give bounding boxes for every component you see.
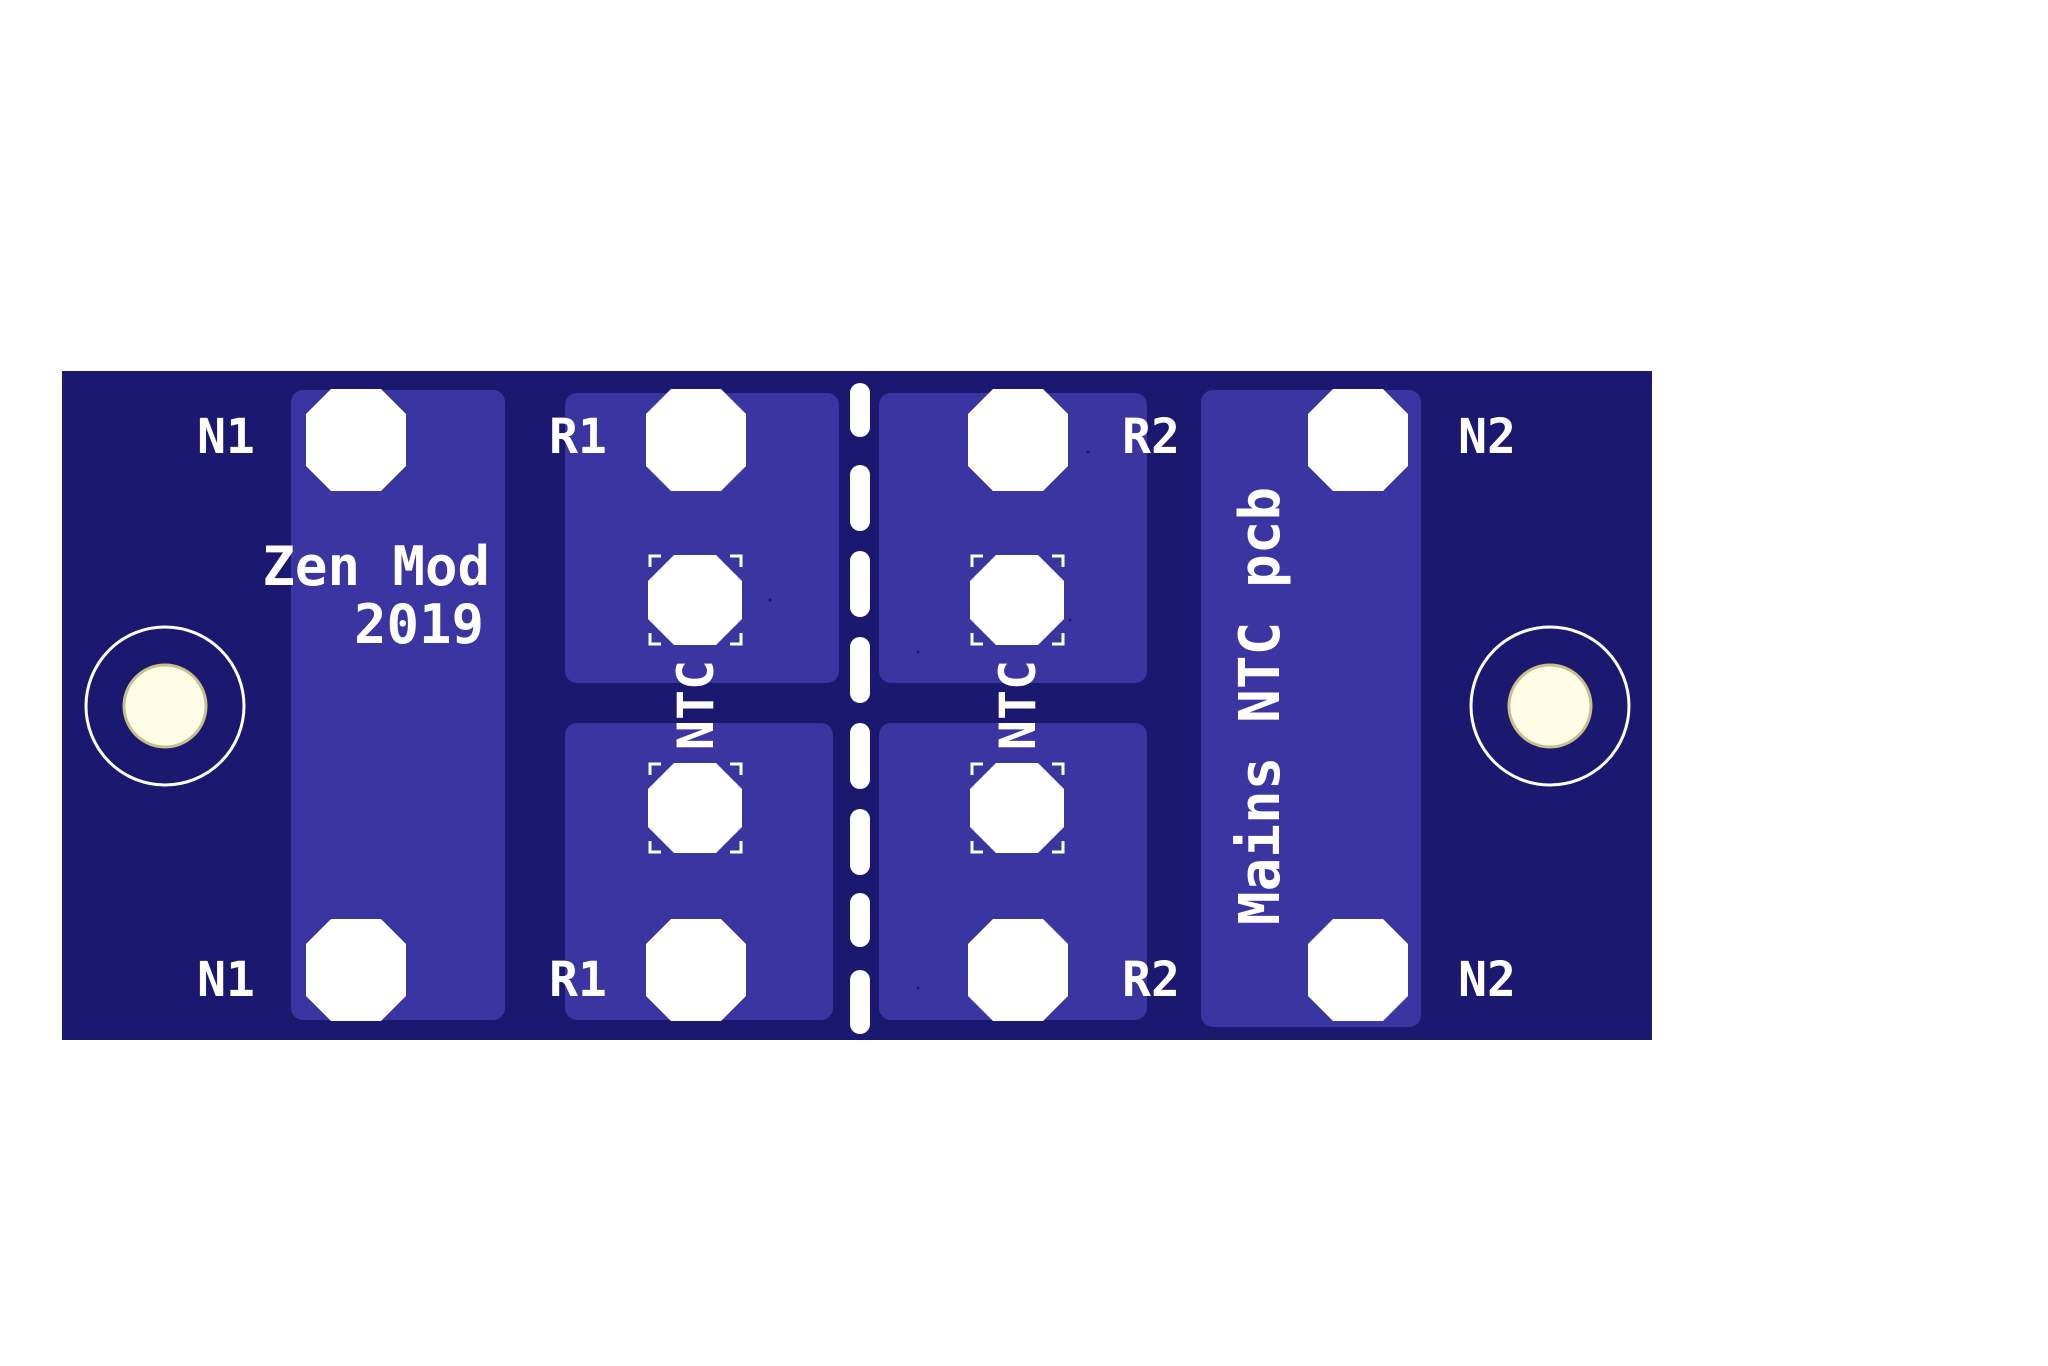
copper-specks bbox=[768, 450, 1090, 990]
ntc-left-label: NTC bbox=[667, 660, 725, 750]
pad-r2-bottom bbox=[968, 919, 1068, 1021]
copper-zone-r2-top bbox=[879, 393, 1147, 683]
mount-hole-right bbox=[1469, 625, 1631, 787]
pad-r2-top bbox=[968, 389, 1068, 491]
pad-n1-top bbox=[306, 389, 406, 491]
board-title-text: Mains NTC pcb bbox=[1228, 487, 1293, 925]
copper-zone-r1-bottom bbox=[565, 723, 833, 1020]
pads bbox=[306, 389, 1408, 1021]
ntc-left-pad-1 bbox=[648, 555, 742, 645]
copper-zone-n1 bbox=[291, 390, 505, 1020]
pad-n1-bottom bbox=[306, 919, 406, 1021]
label-r2-bottom: R2 bbox=[1122, 952, 1180, 1008]
copper-zones bbox=[291, 390, 1421, 1027]
ntc-left-pad-2 bbox=[648, 763, 742, 853]
ntc-right-label: NTC bbox=[989, 660, 1047, 750]
label-n2-top: N2 bbox=[1458, 409, 1516, 465]
label-r1-bottom: R1 bbox=[549, 952, 607, 1008]
copper-zone-r2-bottom bbox=[879, 723, 1147, 1020]
label-n1-bottom: N1 bbox=[197, 952, 255, 1008]
label-r1-top: R1 bbox=[549, 409, 607, 465]
copper-zone-r1-top bbox=[565, 393, 839, 683]
pad-r1-bottom bbox=[646, 919, 746, 1021]
mount-hole-left bbox=[84, 625, 246, 787]
pad-n2-bottom bbox=[1308, 919, 1408, 1021]
ntc-courtyards bbox=[648, 554, 1065, 854]
year-text: 2019 bbox=[354, 593, 484, 656]
label-r2-top: R2 bbox=[1122, 409, 1180, 465]
maker-text: Zen Mod bbox=[262, 535, 490, 598]
ntc-right-pad-2 bbox=[970, 763, 1064, 853]
copper-zone-n2 bbox=[1201, 390, 1421, 1027]
silkscreen-labels: N1 N1 R1 R1 R2 R2 N2 N2 Zen Mod 2019 NTC… bbox=[197, 409, 1516, 1008]
pad-r1-top bbox=[646, 389, 746, 491]
pad-n2-top bbox=[1308, 389, 1408, 491]
ntc-right-pad-1 bbox=[970, 555, 1064, 645]
label-n2-bottom: N2 bbox=[1458, 952, 1516, 1008]
isolation-slot bbox=[850, 383, 870, 1034]
label-n1-top: N1 bbox=[197, 409, 255, 465]
